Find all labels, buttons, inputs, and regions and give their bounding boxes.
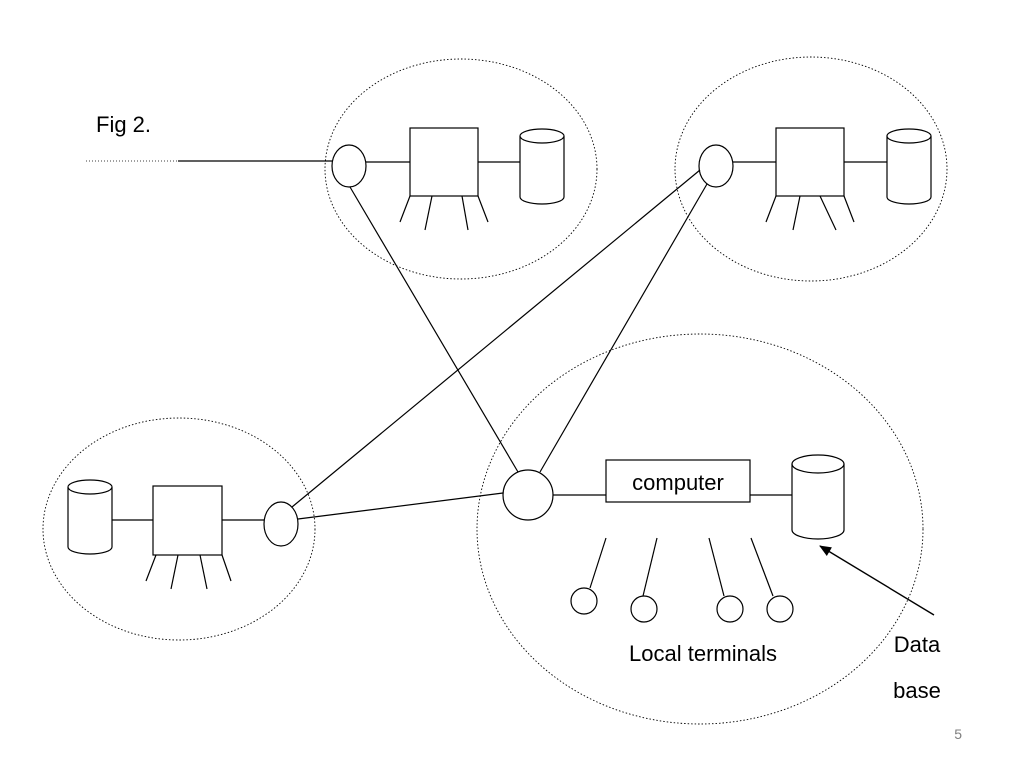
local-terminals-label: Local terminals [629,641,777,666]
database-cylinder-icon [791,454,845,540]
terminal-icon [630,595,658,623]
database-cylinder-icon [886,128,932,205]
database-pointer-arrow [819,545,935,616]
cluster-boundary [476,333,924,725]
computer-box [605,459,751,503]
cluster-boundary [42,417,316,641]
network-node-icon [502,469,554,521]
cluster-boundary [674,56,948,282]
database-cylinder-icon [519,128,565,205]
database-cylinder-icon [67,479,113,555]
network-node-icon [698,144,734,188]
page-number: 5 [954,726,962,742]
computer-box-icon [409,127,479,197]
network-links [291,169,708,520]
network-node-icon [331,144,367,188]
computer-box-icon [775,127,845,197]
database-label-line2: base [893,678,941,703]
terminal-icon [716,595,744,623]
link-top-center-to-main [349,186,519,473]
network-node-icon [263,501,299,547]
terminal-lines-icon [399,195,489,231]
node-cluster-top-center [324,58,598,280]
figure-caption: Fig 2. [96,112,151,137]
local-terminals [570,537,794,623]
terminal-lines-icon [765,195,855,231]
node-cluster-top-right [674,56,948,282]
database-label-line1: Data [894,632,941,657]
computer-label: computer [632,470,724,495]
terminal-icon [766,595,794,623]
link-top-right-to-main [539,183,708,473]
terminal-icon [570,587,598,615]
computer-box-icon [152,485,223,556]
link-top-right-to-left [291,169,701,508]
node-cluster-left [42,417,316,641]
terminal-lines-icon [145,554,232,590]
node-cluster-bottom-right: computer Local terminals [476,333,924,725]
link-left-to-main [297,492,504,520]
cluster-boundary [324,58,598,280]
